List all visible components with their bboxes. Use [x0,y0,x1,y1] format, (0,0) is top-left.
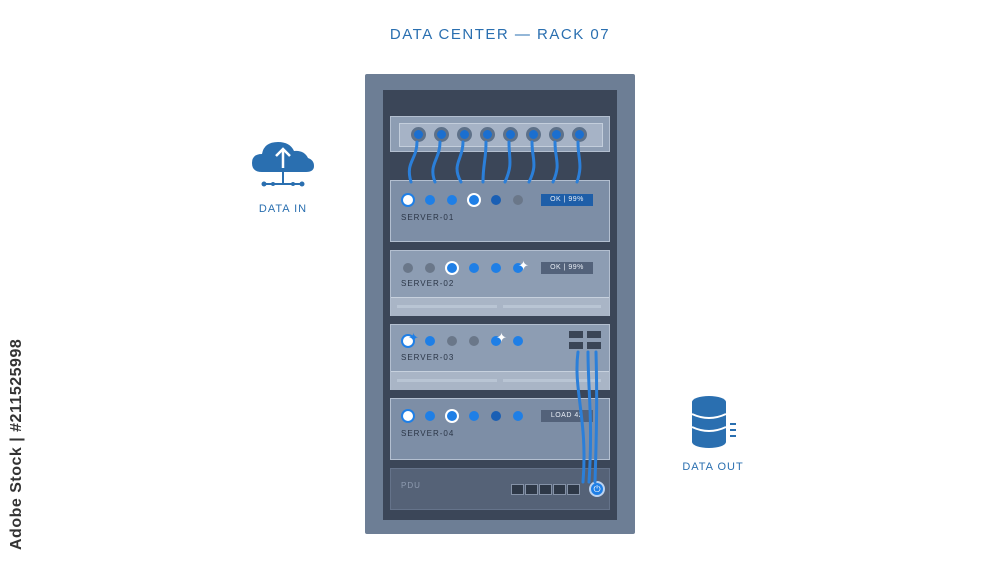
server-label: SERVER-01 [401,213,455,222]
power-icon[interactable]: ⏻ [589,481,605,497]
patch-port[interactable] [457,127,472,142]
sparkle-icon: ✦ [408,330,419,345]
network-switch-ports [569,331,605,365]
status-led [425,411,435,421]
status-led [469,263,479,273]
status-led [403,195,413,205]
status-led [469,336,479,346]
patch-port[interactable] [434,127,449,142]
server-label: SERVER-04 [401,429,455,438]
status-led [447,411,457,421]
status-led [447,195,457,205]
tray-rail [397,305,497,308]
tray-rail [503,379,601,382]
status-badge: OK | 99% [541,262,593,274]
pdu-outlet[interactable] [539,484,552,495]
stock-id-watermark: Adobe Stock | #211525998 [8,338,25,550]
server-tray [391,371,609,390]
page-title: DATA CENTER — RACK 07 [389,26,611,43]
sparkle-icon: ✦ [518,258,529,273]
server-02[interactable]: ✦ OK | 99% SERVER-02 [390,250,610,316]
status-led [513,336,523,346]
status-led [425,195,435,205]
pdu-label: PDU [401,481,421,490]
status-led [513,263,523,273]
pdu: PDU ⏻ [390,468,610,510]
patch-port[interactable] [549,127,564,142]
data-out-label: DATA OUT [682,461,744,473]
status-led [491,336,501,346]
switch-port[interactable] [569,342,583,349]
server-04[interactable]: LOAD 42 SERVER-04 [390,398,610,460]
switch-port[interactable] [569,331,583,338]
server-label: SERVER-02 [401,279,455,288]
status-led [491,195,501,205]
status-led [513,195,523,205]
status-badge: LOAD 42 [541,410,593,422]
status-badge: OK | 99% [541,194,593,206]
status-led [403,263,413,273]
status-led [469,411,479,421]
patch-port[interactable] [526,127,541,142]
server-label: SERVER-03 [401,353,455,362]
status-led [513,411,523,421]
data-out-block: DATA OUT [668,394,758,473]
status-led [447,263,457,273]
patch-port[interactable] [480,127,495,142]
server-03[interactable]: ✦ ✦ SERVER-03 [390,324,610,390]
status-led [491,411,501,421]
status-led [491,263,501,273]
sparkle-icon: ✦ [496,330,507,345]
data-in-block: DATA IN [238,136,328,215]
patch-port[interactable] [503,127,518,142]
tray-rail [397,379,497,382]
patch-port[interactable] [411,127,426,142]
patch-panel [390,116,610,152]
server-rack: OK | 99% SERVER-01 ✦ OK | 99% SERVER-02 … [365,74,635,534]
server-01[interactable]: OK | 99% SERVER-01 [390,180,610,242]
switch-port[interactable] [587,342,601,349]
pdu-outlet[interactable] [567,484,580,495]
tray-rail [503,305,601,308]
database-icon [691,396,736,448]
server-tray [391,297,609,316]
status-led [403,411,413,421]
pdu-outlet[interactable] [553,484,566,495]
rack-interior: OK | 99% SERVER-01 ✦ OK | 99% SERVER-02 … [383,90,617,520]
status-led [447,336,457,346]
cloud-upload-icon [252,142,314,187]
status-led [425,263,435,273]
switch-port[interactable] [587,331,601,338]
pdu-outlet[interactable] [511,484,524,495]
status-led [425,336,435,346]
data-in-label: DATA IN [258,203,308,215]
pdu-outlet[interactable] [525,484,538,495]
status-led [469,195,479,205]
patch-port[interactable] [572,127,587,142]
status-led [403,336,413,346]
